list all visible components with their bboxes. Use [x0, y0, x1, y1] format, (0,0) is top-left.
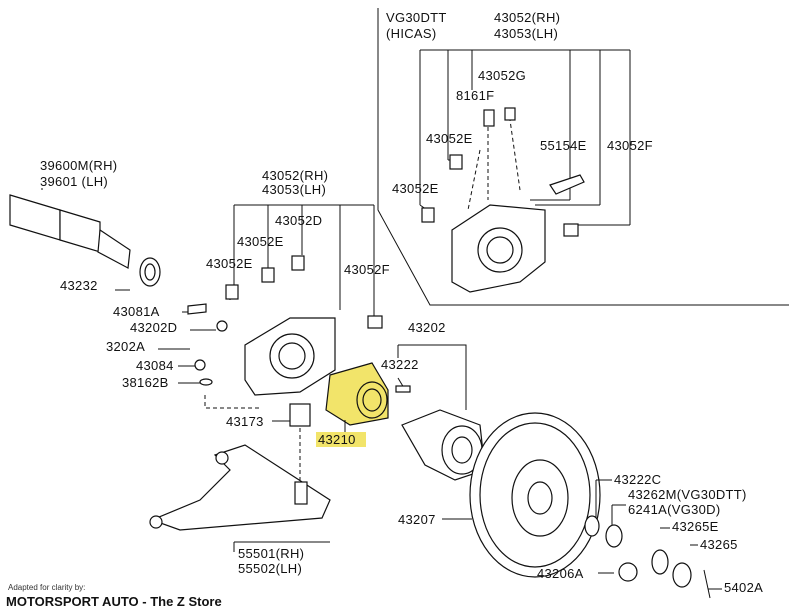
right-small-parts — [584, 515, 711, 599]
footer-brand-text: MOTORSPORT AUTO - The Z Store — [6, 594, 222, 609]
label-hicas: (HICAS) — [386, 26, 437, 41]
drive-shaft — [9, 194, 161, 287]
label-43202d[interactable]: 43202D — [130, 320, 177, 335]
label-43206a[interactable]: 43206A — [537, 566, 584, 581]
wheel-hub — [395, 385, 486, 481]
label-hicas-43053-lh[interactable]: 43053(LH) — [494, 26, 558, 41]
label-hicas-55154e[interactable]: 55154E — [540, 138, 587, 153]
label-43052-rh[interactable]: 43052(RH) — [262, 168, 328, 183]
label-hicas-43052-rh[interactable]: 43052(RH) — [494, 10, 560, 25]
label-hicas-vg30dtt: VG30DTT — [386, 10, 447, 25]
footer-adapted-text: Adapted for clarity by: — [8, 583, 85, 592]
label-43052f[interactable]: 43052F — [344, 262, 390, 277]
label-hicas-43052e-a[interactable]: 43052E — [426, 131, 473, 146]
label-43052e-b[interactable]: 43052E — [206, 256, 253, 271]
label-43265[interactable]: 43265 — [700, 537, 738, 552]
label-43053-lh[interactable]: 43053(LH) — [262, 182, 326, 197]
label-39600m[interactable]: 39600M(RH) — [40, 158, 117, 173]
right-leader-lines — [595, 479, 722, 590]
label-43052e-a[interactable]: 43052E — [237, 234, 284, 249]
label-6241a[interactable]: 6241A(VG30D) — [628, 502, 720, 517]
leader-43202 — [397, 344, 467, 410]
hicas-inset-border — [377, 8, 789, 306]
label-43222[interactable]: 43222 — [381, 357, 419, 372]
label-38162b[interactable]: 38162B — [122, 375, 169, 390]
label-43081a[interactable]: 43081A — [113, 304, 160, 319]
label-43210[interactable]: 43210 — [318, 432, 356, 447]
label-43222c[interactable]: 43222C — [614, 472, 661, 487]
hicas-knuckle — [421, 107, 585, 293]
label-hicas-43052e-b[interactable]: 43052E — [392, 181, 439, 196]
label-55501[interactable]: 55501(RH) — [238, 546, 304, 561]
label-39601[interactable]: 39601 (LH) — [40, 174, 108, 189]
label-43173[interactable]: 43173 — [226, 414, 264, 429]
label-hicas-8161f[interactable]: 8161F — [456, 88, 494, 103]
label-55502[interactable]: 55502(LH) — [238, 561, 302, 576]
label-43210-highlight — [316, 432, 366, 447]
bushing-43173 — [289, 403, 311, 427]
label-hicas-43052g[interactable]: 43052G — [478, 68, 526, 83]
lower-control-arm — [149, 444, 331, 531]
label-43207[interactable]: 43207 — [398, 512, 436, 527]
label-43052d[interactable]: 43052D — [275, 213, 322, 228]
label-43265e[interactable]: 43265E — [672, 519, 719, 534]
label-43262m[interactable]: 43262M(VG30DTT) — [628, 487, 747, 502]
label-5402a[interactable]: 5402A — [724, 580, 763, 595]
leader-55501 — [233, 541, 330, 552]
label-43232[interactable]: 43232 — [60, 278, 98, 293]
brake-rotor — [469, 412, 601, 578]
label-43084[interactable]: 43084 — [136, 358, 174, 373]
label-43202[interactable]: 43202 — [408, 320, 446, 335]
rear-knuckle — [187, 255, 383, 396]
bearing-43210 — [325, 362, 389, 426]
label-3202a[interactable]: 3202A — [106, 339, 145, 354]
